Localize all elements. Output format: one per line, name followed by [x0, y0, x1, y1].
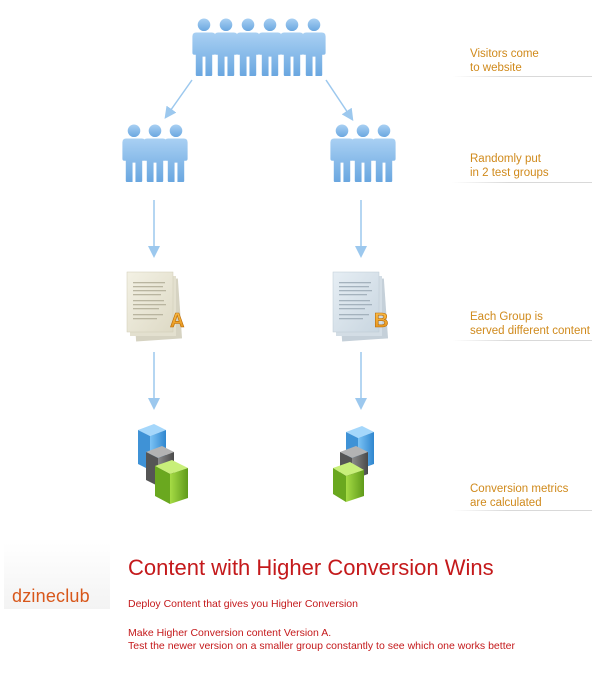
conversion-metrics-a-chart-icon	[138, 424, 188, 504]
step-label-random-groups-line1: Randomly put	[470, 153, 541, 165]
conversion-metrics-b-chart-icon	[333, 426, 374, 502]
step-label-visitors: Visitors come to website	[470, 47, 592, 75]
split-arrow-left	[164, 79, 193, 119]
step-divider-4	[452, 510, 592, 511]
step-label-random-groups-line2: in 2 test groups	[470, 167, 549, 179]
step-label-conversion-metrics-line2: are calculated	[470, 497, 542, 509]
step-label-random-groups: Randomly put in 2 test groups	[470, 152, 592, 180]
logo-text: dzineclub	[12, 586, 90, 606]
logo-panel	[4, 543, 110, 609]
footer-line-version-a: Make Higher Conversion content Version A…	[128, 627, 332, 639]
step-label-visitors-line1: Visitors come	[470, 48, 539, 60]
headline: Content with Higher Conversion Wins	[128, 555, 494, 580]
step-label-conversion-metrics: Conversion metrics are calculated	[470, 482, 592, 510]
group-b-people-icon	[330, 124, 396, 182]
content-b-document-icon	[332, 271, 389, 342]
step-label-conversion-metrics-line1: Conversion metrics	[470, 483, 569, 495]
footer-line-deploy: Deploy Content that gives you Higher Con…	[128, 598, 358, 610]
step-label-visitors-line2: to website	[470, 62, 522, 74]
step-divider-2	[452, 182, 592, 183]
step-divider-1	[452, 76, 592, 77]
step-label-different-content-line1: Each Group is	[470, 311, 543, 323]
group-a-people-icon	[122, 124, 188, 182]
variant-a-badge: A	[170, 310, 184, 332]
split-arrow-right	[325, 79, 354, 121]
visitors-group-icon	[192, 18, 326, 76]
step-label-different-content-line2: served different content	[470, 325, 590, 337]
variant-b-badge: B	[374, 310, 388, 332]
footer-line-test-newer: Test the newer version on a smaller grou…	[128, 640, 515, 652]
step-divider-3	[452, 340, 592, 341]
content-a-document-icon	[126, 271, 183, 342]
step-label-different-content: Each Group is served different content	[470, 310, 592, 338]
